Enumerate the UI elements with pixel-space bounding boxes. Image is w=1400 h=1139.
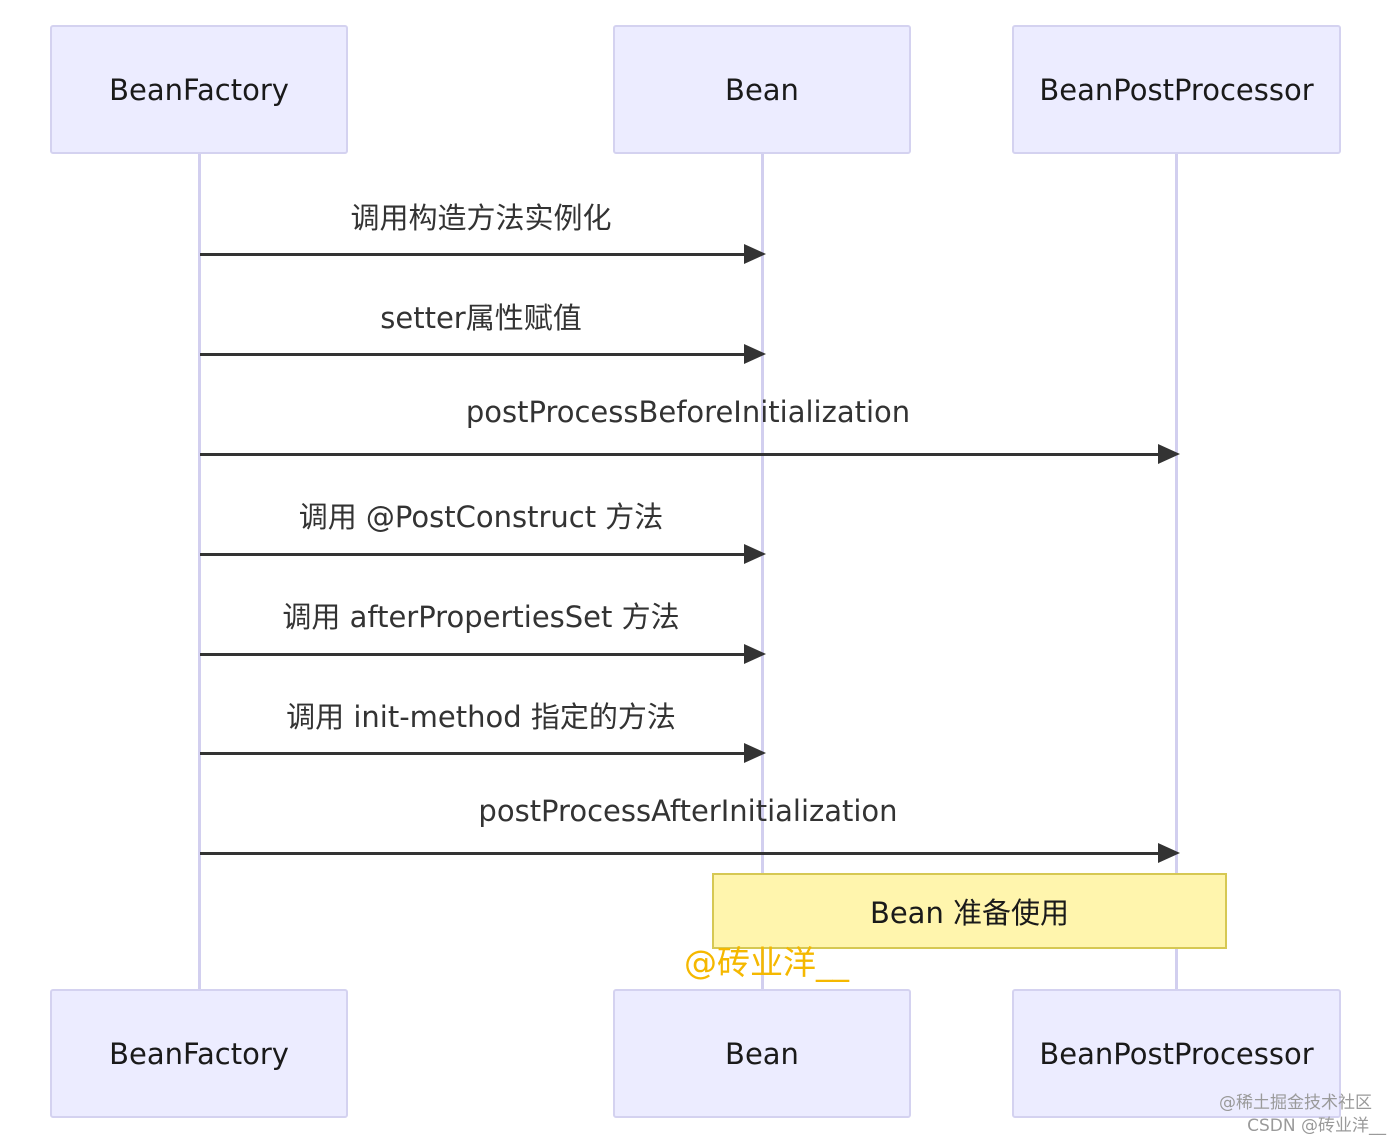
actor-label: BeanFactory xyxy=(109,1036,289,1071)
message-arrow xyxy=(200,353,746,356)
message-label: postProcessAfterInitialization xyxy=(478,794,898,828)
arrow-head-icon xyxy=(1158,843,1180,863)
message-arrow xyxy=(200,453,1160,456)
message-label: 调用 afterPropertiesSet 方法 xyxy=(282,600,680,634)
message-arrow xyxy=(200,752,746,755)
arrow-head-icon xyxy=(1158,444,1180,464)
message-label: 调用构造方法实例化 xyxy=(350,201,612,235)
actor-bean-post-processor-top: BeanPostProcessor xyxy=(1012,25,1341,154)
actor-label: Bean xyxy=(725,1036,799,1071)
message-arrow xyxy=(200,653,746,656)
message-label: 调用 @PostConstruct 方法 xyxy=(298,500,664,534)
actor-bean-factory-bottom: BeanFactory xyxy=(50,989,348,1118)
message-label: postProcessBeforeInitialization xyxy=(465,395,911,429)
note-text: Bean 准备使用 xyxy=(869,896,1070,930)
watermark-corner-line1: @稀土掘金技术社区 xyxy=(1219,1093,1372,1113)
actor-label: BeanFactory xyxy=(109,72,289,107)
watermark-corner-line2: CSDN @砖业洋__ xyxy=(1247,1116,1386,1136)
lifeline-bean-post-processor xyxy=(1175,154,1178,990)
actor-label: BeanPostProcessor xyxy=(1039,72,1314,107)
actor-bean-bottom: Bean xyxy=(613,989,911,1118)
arrow-head-icon xyxy=(744,544,766,564)
arrow-head-icon xyxy=(744,644,766,664)
actor-label: BeanPostProcessor xyxy=(1039,1036,1314,1071)
arrow-head-icon xyxy=(744,244,766,264)
message-label: setter属性赋值 xyxy=(380,301,582,335)
actor-bean-post-processor-bottom: BeanPostProcessor xyxy=(1012,989,1341,1118)
message-arrow xyxy=(200,553,746,556)
lifeline-bean-factory xyxy=(198,154,201,990)
message-label: 调用 init-method 指定的方法 xyxy=(286,700,676,734)
watermark-center: @砖业洋__ xyxy=(684,943,849,982)
actor-bean-factory-top: BeanFactory xyxy=(50,25,348,154)
arrow-head-icon xyxy=(744,344,766,364)
note-box: Bean 准备使用 xyxy=(712,873,1227,949)
arrow-head-icon xyxy=(744,743,766,763)
message-arrow xyxy=(200,253,746,256)
message-arrow xyxy=(200,852,1160,855)
actor-label: Bean xyxy=(725,72,799,107)
lifeline-bean xyxy=(761,154,764,990)
actor-bean-top: Bean xyxy=(613,25,911,154)
